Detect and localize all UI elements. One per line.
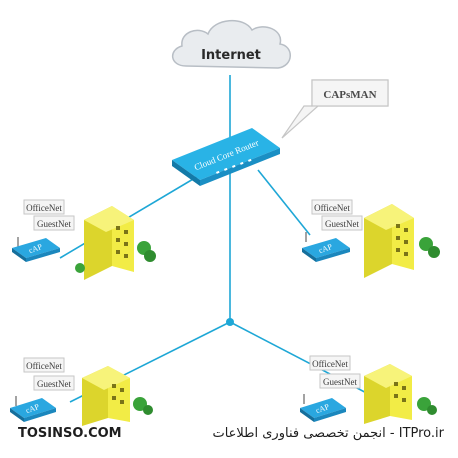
cap-access-point: cAP xyxy=(302,232,350,262)
cap-access-point: cAP xyxy=(10,396,56,422)
ssid-officenet-label: OfficeNet xyxy=(314,203,350,213)
ssid-guestnet-label: GuestNet xyxy=(37,379,71,389)
watermark-itpro: ITPro.ir - انجمن تخصصی فناوری اطلاعات xyxy=(212,426,444,441)
ssid-bubble-officenet: OfficeNet xyxy=(23,199,65,215)
ssid-guestnet-label: GuestNet xyxy=(325,219,359,229)
internet-cloud: Internet xyxy=(172,20,291,69)
ssid-officenet-label: OfficeNet xyxy=(26,203,62,213)
ssid-officenet-label: OfficeNet xyxy=(312,359,348,369)
ssid-officenet-label: OfficeNet xyxy=(26,361,62,371)
ssid-bubble-guestnet: GuestNet xyxy=(319,373,361,389)
watermark-tosinso: TOSINSO.COM xyxy=(18,426,122,441)
ssid-bubble-officenet: OfficeNet xyxy=(23,357,65,373)
cap-access-point: cAP xyxy=(12,237,60,262)
ssid-bubble-officenet: OfficeNet xyxy=(311,199,353,215)
cap-access-point: cAP xyxy=(300,394,346,422)
watermark: TOSINSO.COM ITPro.ir - انجمن تخصصی فناور… xyxy=(10,424,450,448)
office-building xyxy=(75,206,156,280)
internet-label: Internet xyxy=(201,48,261,63)
office-building xyxy=(364,204,440,278)
ssid-bubble-guestnet: GuestNet xyxy=(321,215,363,231)
site-top-right: OfficeNet GuestNet cAP xyxy=(302,199,440,278)
site-bottom-left: OfficeNet GuestNet cAP xyxy=(10,357,153,426)
office-building xyxy=(364,364,437,424)
ssid-bubble-officenet: OfficeNet xyxy=(309,355,351,371)
ssid-guestnet-label: GuestNet xyxy=(323,377,357,387)
ssid-bubble-guestnet: GuestNet xyxy=(33,375,75,391)
site-bottom-right: OfficeNet GuestNet cAP xyxy=(300,355,437,424)
office-building xyxy=(82,366,153,426)
capsman-label: CAPsMAN xyxy=(323,89,376,101)
site-top-left: OfficeNet GuestNet cAP xyxy=(12,199,156,280)
junction-node xyxy=(226,318,234,326)
capsman-callout: CAPsMAN xyxy=(281,79,389,139)
ssid-guestnet-label: GuestNet xyxy=(37,219,71,229)
link-router-site-top-right xyxy=(257,169,311,236)
ssid-bubble-guestnet: GuestNet xyxy=(33,215,75,231)
